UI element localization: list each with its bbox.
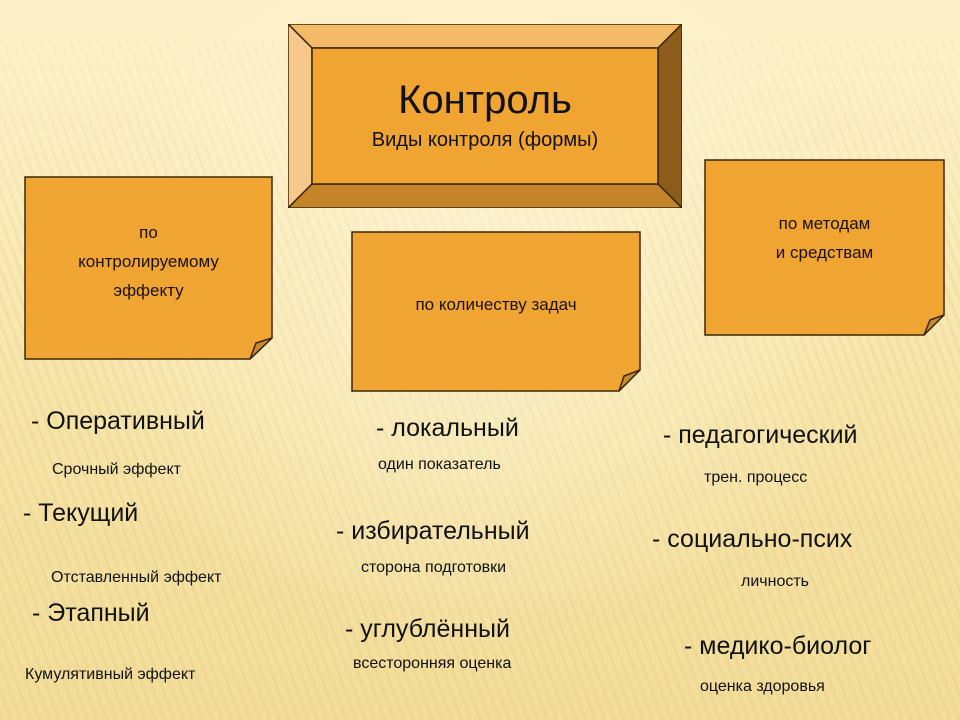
folded-note-shape xyxy=(24,176,273,360)
item-note: сторона подготовки xyxy=(361,559,507,576)
item-heading: - Оперативный xyxy=(31,407,205,435)
item-heading: - Этапный xyxy=(32,599,150,627)
item-heading: - социально-псих xyxy=(652,525,853,553)
category-card-tasks: по количеству задач xyxy=(351,231,641,392)
item-note: трен. процесс xyxy=(704,469,808,486)
folded-note-shape xyxy=(704,159,945,336)
bevel-frame-shape xyxy=(288,24,682,208)
item-heading: - Текущий xyxy=(23,499,139,527)
slide-subtitle: Виды контроля (формы) xyxy=(371,129,599,151)
item-heading: - локальный xyxy=(376,414,519,442)
item-note: Срочный эффект xyxy=(52,461,181,478)
folded-note-shape xyxy=(351,231,641,392)
item-note: всесторонняя оценка xyxy=(353,655,512,672)
item-note: Отставленный эффект xyxy=(51,569,222,586)
title-box: Контроль Виды контроля (формы) xyxy=(288,24,682,208)
item-heading: - педагогический xyxy=(663,421,858,449)
category-label: по количеству задач xyxy=(415,295,577,314)
item-note: оценка здоровья xyxy=(700,678,825,695)
item-heading: - углублённый xyxy=(345,615,510,643)
slide-title: Контроль xyxy=(398,78,572,122)
category-label: по методам и средствам xyxy=(775,214,874,262)
category-card-methods: по методам и средствам xyxy=(704,159,945,336)
item-note: личность xyxy=(741,573,810,590)
item-heading: - избирательный xyxy=(336,517,530,545)
category-label: по контролируемому эффекту xyxy=(78,223,219,300)
item-note: один показатель xyxy=(378,456,501,473)
item-heading: - медико-биолог xyxy=(684,632,872,660)
item-note: Кумулятивный эффект xyxy=(25,666,196,683)
category-card-effect: по контролируемому эффекту xyxy=(24,176,273,360)
